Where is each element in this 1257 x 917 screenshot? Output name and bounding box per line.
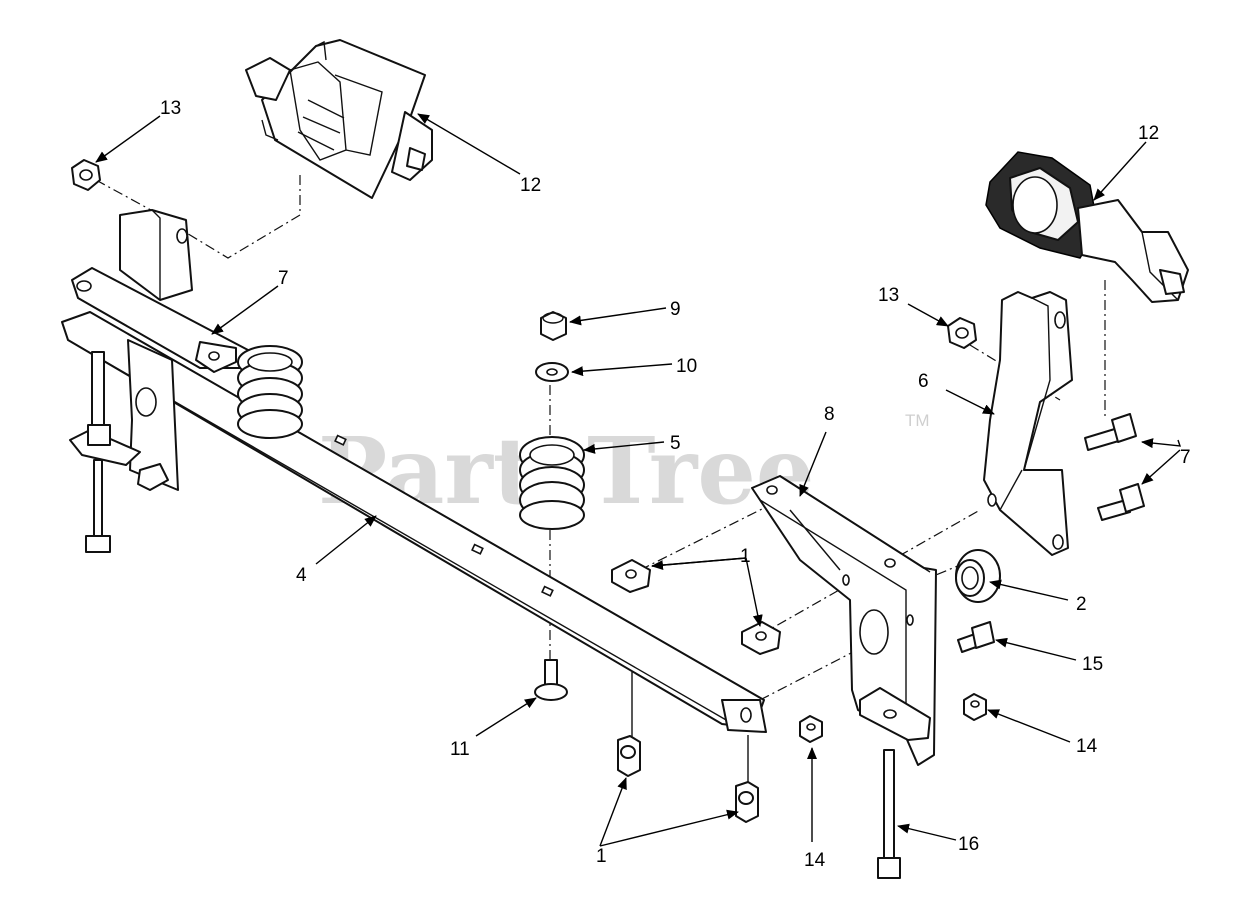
bolt-bottom-left	[85, 459, 111, 553]
part-8-plate	[751, 475, 937, 766]
callout-12-right: 12	[1138, 123, 1159, 144]
part-3-spring	[519, 436, 585, 530]
part-9-nut	[540, 311, 567, 341]
part-1-clips	[611, 559, 781, 823]
part-7-bracket	[71, 209, 249, 373]
part-14-nut-left	[799, 715, 823, 743]
part-12-left	[245, 39, 433, 199]
callout-4: 4	[296, 565, 307, 586]
part-14-nut-right	[963, 693, 987, 721]
part-4-crossbar	[61, 311, 767, 790]
callout-8: 8	[824, 404, 835, 425]
assembly-lines	[95, 175, 1106, 701]
callout-2: 2	[1076, 594, 1087, 615]
callout-14-right: 14	[1076, 736, 1098, 757]
callout-9: 9	[670, 299, 681, 320]
part-6-bracket	[983, 291, 1073, 556]
leader-lines	[95, 113, 1182, 847]
callout-10: 10	[676, 356, 697, 377]
callout-12-left: 12	[520, 175, 541, 196]
spring-left	[237, 345, 303, 439]
callout-13-right: 13	[878, 285, 899, 306]
callout-5: 7	[1180, 447, 1191, 468]
watermark-trademark: TM	[905, 411, 930, 430]
part-15-bolt	[957, 621, 995, 653]
part-2-grommet	[955, 549, 1001, 603]
part-12-right	[985, 151, 1189, 303]
callout-1-lower: 1	[596, 846, 607, 867]
callout-14-bottom: 14	[804, 850, 826, 871]
part-10-washer	[535, 362, 569, 382]
part-16-bolt	[877, 749, 901, 879]
callout-numbers: 13 12 12 13 7 9 10 6 8 5 7 4 1 2 15 11 1…	[160, 98, 1191, 871]
callout-3: 5	[670, 433, 681, 454]
callout-1-upper: 1	[740, 546, 751, 567]
callout-6: 6	[918, 371, 929, 392]
part-5-bolts	[1084, 413, 1145, 521]
part-13-nut-left	[71, 159, 101, 191]
callout-13-left: 13	[160, 98, 181, 119]
callout-15: 15	[1082, 654, 1103, 675]
callout-7: 7	[278, 268, 289, 289]
callout-16: 16	[958, 834, 979, 855]
left-side-plate	[69, 339, 179, 491]
callout-11: 11	[450, 739, 470, 760]
part-13-nut-right	[947, 317, 977, 349]
part-11-bolt	[534, 659, 568, 701]
